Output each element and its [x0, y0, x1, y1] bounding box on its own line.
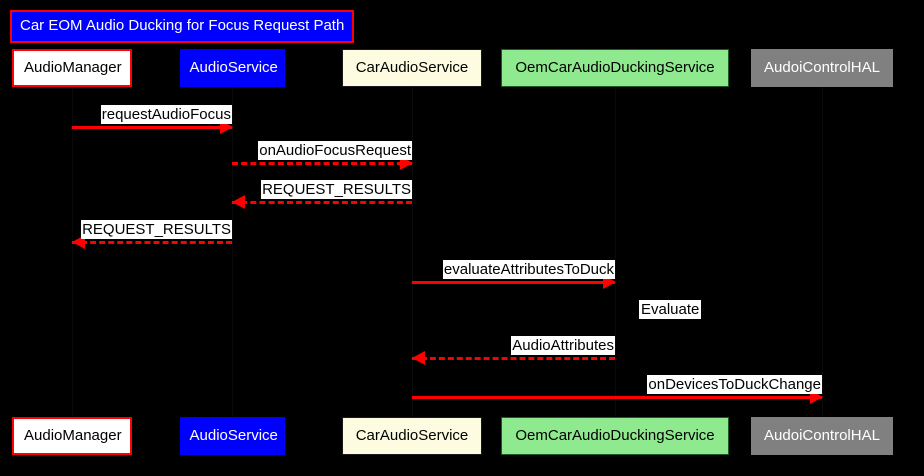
- participant-caraudioservice-bottom[interactable]: CarAudioService: [342, 417, 482, 455]
- participant-label: AudioService: [189, 59, 278, 76]
- participant-label: AudoiControlHAL: [764, 427, 880, 444]
- participant-label: AudioService: [189, 427, 278, 444]
- message-label: evaluateAttributesToDuck: [442, 260, 615, 279]
- participant-label: OemCarAudioDuckingService: [515, 59, 715, 76]
- participant-caraudioservice-top[interactable]: CarAudioService: [342, 49, 482, 87]
- participant-audoicontrolhal-top[interactable]: AudoiControlHAL: [751, 49, 893, 87]
- participant-label: OemCarAudioDuckingService: [515, 427, 715, 444]
- message-arrow-line: [232, 162, 412, 165]
- participant-label: AudioManager: [24, 427, 122, 444]
- message-arrow-line: [412, 281, 615, 284]
- participant-label: CarAudioService: [355, 427, 469, 444]
- lifeline-audioservice: [232, 87, 233, 417]
- participant-label: AudioManager: [24, 59, 122, 76]
- arrowhead-left-icon: [232, 195, 245, 209]
- lifeline-audoicontrolhal: [822, 87, 823, 417]
- message-arrow-line: [232, 201, 412, 204]
- participant-oemcarduck-bottom[interactable]: OemCarAudioDuckingService: [501, 417, 729, 455]
- diagram-title: Car EOM Audio Ducking for Focus Request …: [10, 10, 355, 43]
- message-arrow-line: [412, 357, 615, 360]
- participant-audoicontrolhal-bottom[interactable]: AudoiControlHAL: [751, 417, 893, 455]
- message-label: REQUEST_RESULTS: [261, 180, 412, 199]
- participant-label: AudoiControlHAL: [764, 59, 880, 76]
- lifeline-audiomanager: [72, 87, 73, 417]
- message-label: onAudioFocusRequest: [258, 141, 412, 160]
- participant-audioservice-top[interactable]: AudioService: [179, 49, 285, 87]
- message-label: requestAudioFocus: [100, 105, 232, 124]
- message-arrow-line: [72, 126, 232, 129]
- message-label: onDevicesToDuckChange: [647, 375, 822, 394]
- note-label: Evaluate: [639, 300, 702, 319]
- participant-oemcarduck-top[interactable]: OemCarAudioDuckingService: [501, 49, 729, 87]
- participant-audiomanager-bottom[interactable]: AudioManager: [12, 417, 132, 455]
- participant-audiomanager-top[interactable]: AudioManager: [12, 49, 132, 87]
- participant-label: CarAudioService: [355, 59, 469, 76]
- message-arrow-line: [72, 241, 232, 244]
- lifeline-oemcarduck: [615, 87, 616, 417]
- participant-audioservice-bottom[interactable]: AudioService: [179, 417, 285, 455]
- lifeline-caraudioservice: [412, 87, 413, 417]
- message-label: REQUEST_RESULTS: [81, 220, 232, 239]
- message-arrow-line: [412, 396, 822, 399]
- message-label: AudioAttributes: [511, 336, 615, 355]
- arrowhead-left-icon: [412, 351, 425, 365]
